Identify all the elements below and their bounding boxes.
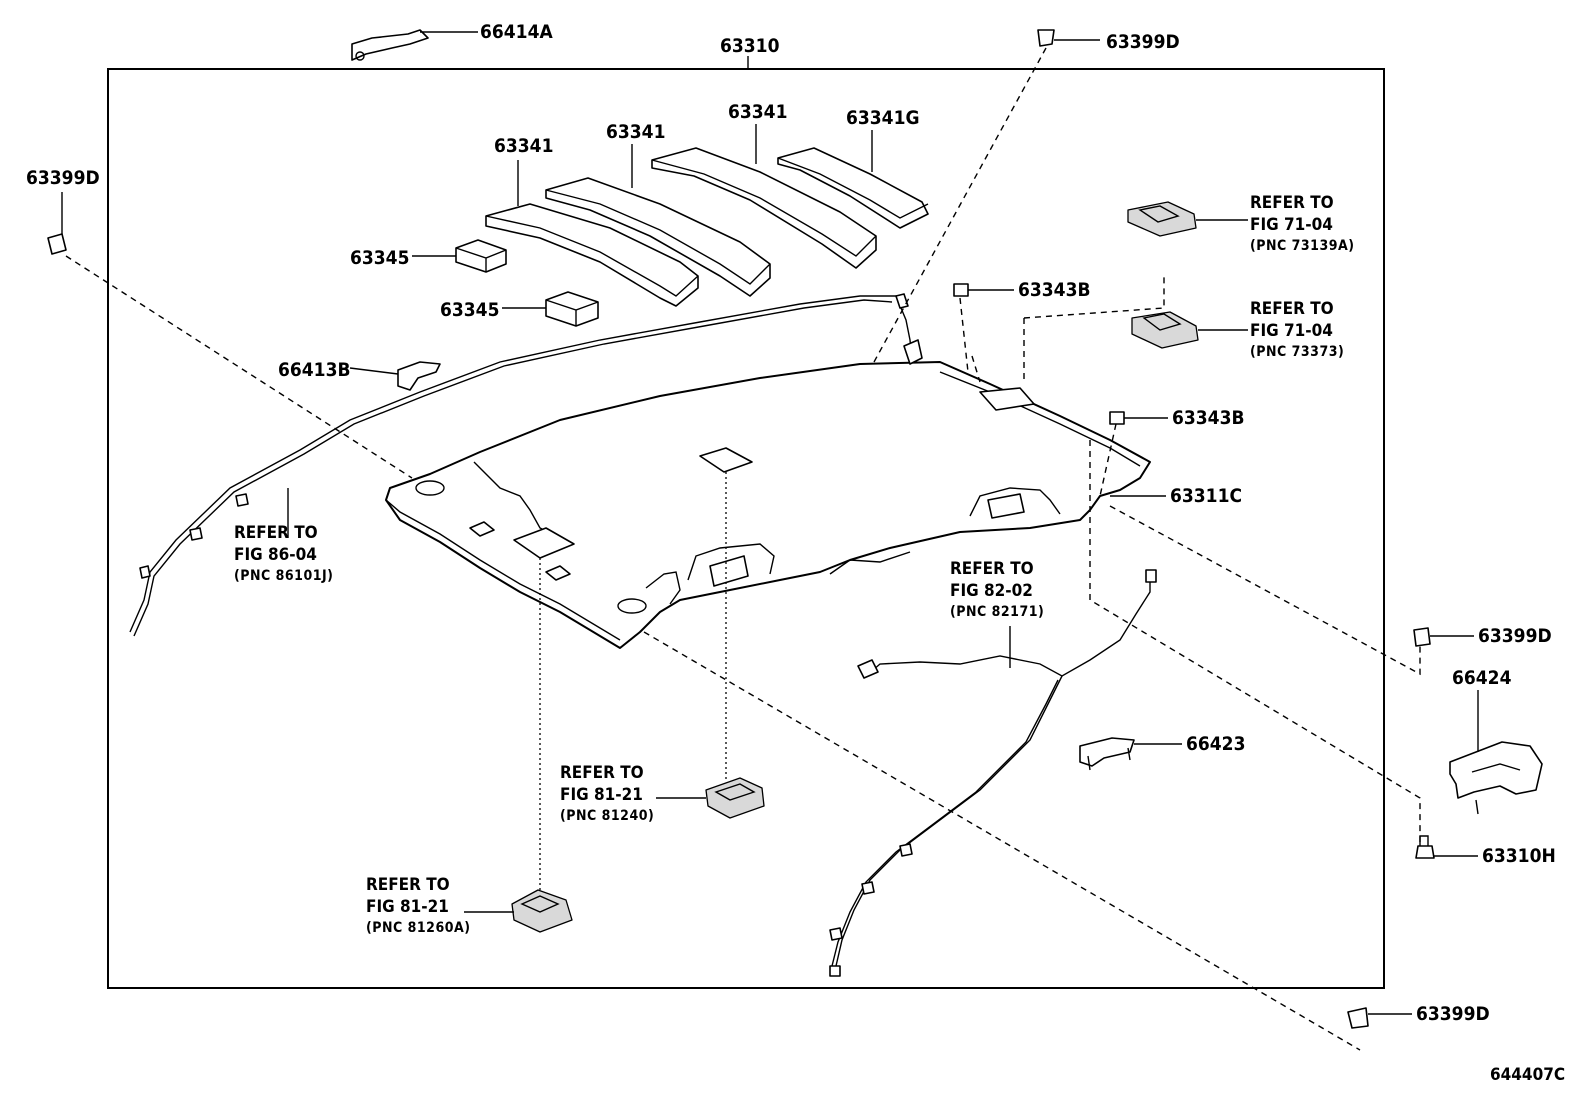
wire-harness-86101J[interactable] <box>129 293 923 637</box>
callout-line2: FIG 71-04 <box>1250 321 1333 341</box>
label-66424: 66424 <box>1452 667 1512 689</box>
clip-63399D-bottom[interactable] <box>1347 1007 1369 1029</box>
callout-line2: FIG 86-04 <box>234 545 317 565</box>
diagram-code: 644407C <box>1490 1065 1565 1085</box>
assembly-frame <box>107 68 1385 989</box>
label-63399D-top: 63399D <box>1106 31 1180 53</box>
headliner-panel[interactable] <box>385 361 1151 649</box>
callout-line2: FIG 71-04 <box>1250 215 1333 235</box>
silencer-pad-1[interactable] <box>485 203 699 307</box>
lamp-73139A[interactable] <box>1127 201 1197 237</box>
label-63341-a: 63341 <box>494 135 553 157</box>
callout-line1: REFER TO <box>560 763 644 783</box>
label-63311C: 63311C <box>1170 485 1242 507</box>
label-63343B-a: 63343B <box>1018 279 1091 301</box>
silencer-pad-2[interactable] <box>545 177 771 297</box>
callout-line3: (PNC 81260A) <box>366 920 470 936</box>
clip-63343B-b[interactable] <box>1109 411 1125 425</box>
label-63345-b: 63345 <box>440 299 499 321</box>
label-63399D-bottom: 63399D <box>1416 1003 1490 1025</box>
callout-line3: (PNC 73373) <box>1250 344 1344 360</box>
cover-66424[interactable] <box>1449 741 1543 815</box>
label-66414A: 66414A <box>480 21 553 43</box>
bracket-66414A[interactable] <box>351 29 429 61</box>
part-labels: 66414A 63310 63399D 63399D 63341 63341 6… <box>26 21 1565 1085</box>
label-63399D-right: 63399D <box>1478 625 1552 647</box>
label-63341-b: 63341 <box>606 121 665 143</box>
silencer-pad-g[interactable] <box>777 147 929 229</box>
bracket-66413B[interactable] <box>397 361 441 391</box>
callout-fig-82-02[interactable]: REFER TO FIG 82-02 (PNC 82171) <box>950 559 1044 620</box>
callout-line1: REFER TO <box>950 559 1034 579</box>
lamp-81240[interactable] <box>705 777 765 819</box>
callout-fig-71-04-a[interactable]: REFER TO FIG 71-04 (PNC 73139A) <box>1250 193 1354 254</box>
callout-line2: FIG 82-02 <box>950 581 1033 601</box>
clip-63399D-right[interactable] <box>1413 627 1431 647</box>
label-63341G: 63341G <box>846 107 920 129</box>
lamp-81260A[interactable] <box>511 889 573 933</box>
callout-line1: REFER TO <box>1250 299 1334 319</box>
callout-fig-86-04[interactable]: REFER TO FIG 86-04 (PNC 86101J) <box>234 523 333 584</box>
callout-line1: REFER TO <box>366 875 450 895</box>
label-63310: 63310 <box>720 35 780 57</box>
wire-harness-82171[interactable] <box>829 569 1157 977</box>
pad-63345-a[interactable] <box>455 239 507 273</box>
label-63343B-b: 63343B <box>1172 407 1245 429</box>
pad-63345-b[interactable] <box>545 291 599 327</box>
label-66423: 66423 <box>1186 733 1245 755</box>
label-63345-a: 63345 <box>350 247 409 269</box>
label-63341-c: 63341 <box>728 101 787 123</box>
callout-line3: (PNC 86101J) <box>234 568 333 584</box>
clip-63343B-a[interactable] <box>953 283 969 297</box>
callout-fig-71-04-b[interactable]: REFER TO FIG 71-04 (PNC 73373) <box>1250 299 1344 360</box>
callout-line3: (PNC 81240) <box>560 808 654 824</box>
callout-line2: FIG 81-21 <box>560 785 643 805</box>
clip-63399D-top[interactable] <box>1037 29 1055 47</box>
pin-63310H[interactable] <box>1415 835 1435 859</box>
callout-fig-81-21-a[interactable]: REFER TO FIG 81-21 (PNC 81240) <box>560 763 654 824</box>
callout-fig-81-21-b[interactable]: REFER TO FIG 81-21 (PNC 81260A) <box>366 875 470 936</box>
callout-line2: FIG 81-21 <box>366 897 449 917</box>
callout-line1: REFER TO <box>1250 193 1334 213</box>
callout-line3: (PNC 82171) <box>950 604 1044 620</box>
label-63399D-left: 63399D <box>26 167 100 189</box>
leader-lines <box>61 31 1479 1015</box>
label-63310H: 63310H <box>1482 845 1556 867</box>
callout-line3: (PNC 73139A) <box>1250 238 1354 254</box>
label-66413B: 66413B <box>278 359 351 381</box>
clip-63399D-left[interactable] <box>47 233 67 255</box>
guide-lines <box>65 47 1421 1051</box>
silencer-pad-3[interactable] <box>651 147 877 269</box>
bracket-66423[interactable] <box>1079 737 1135 771</box>
lamp-73373[interactable] <box>1131 311 1199 349</box>
callout-line1: REFER TO <box>234 523 318 543</box>
